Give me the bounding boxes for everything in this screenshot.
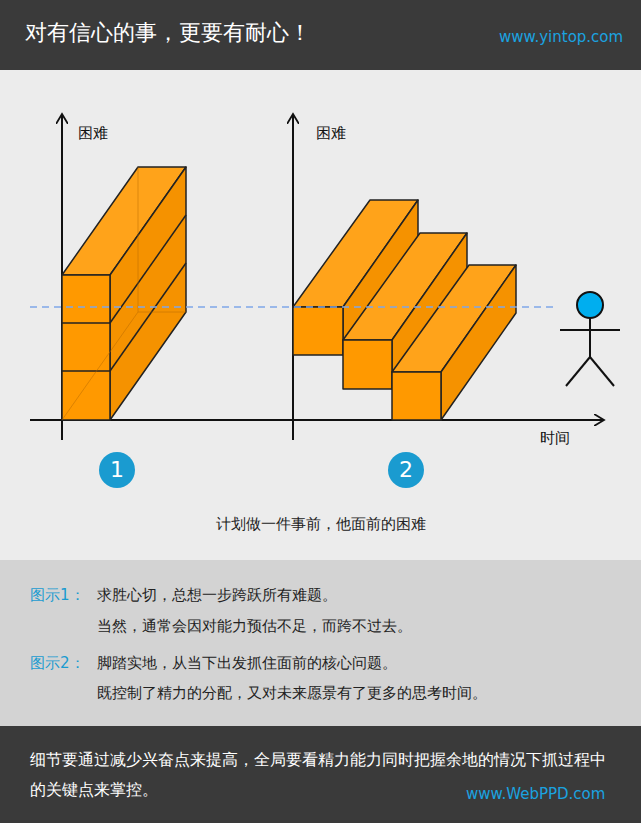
site-url: www.WebPPD.com [466, 785, 605, 804]
note-text: 脚踏实地，从当下出发抓住面前的核心问题。 [97, 654, 397, 673]
callout-number: 1 [110, 456, 124, 484]
axes [30, 114, 604, 440]
site-url: www.yintop.com [499, 28, 623, 47]
axis-label: 困难 [316, 124, 346, 143]
note-text: 求胜心切，总想一步跨跃所有难题。 [97, 586, 337, 605]
ability-line [30, 306, 556, 308]
figure-caption: 计划做一件事前，他面前的困难 [0, 515, 641, 534]
note-heading: 图示1： [30, 586, 85, 605]
axis-label: 困难 [78, 124, 108, 143]
page-title: 对有信心的事，更要有耐心！ [25, 19, 311, 47]
stick-figure [560, 292, 620, 386]
callout-number: 2 [399, 456, 413, 484]
footer-bar [0, 726, 641, 823]
note-text: 既控制了精力的分配，又对未来愿景有了更多的思考时间。 [97, 684, 487, 703]
callout-circle: 1 [99, 452, 135, 488]
axis-label: 时间 [540, 429, 570, 448]
header-bar [0, 0, 641, 70]
note-panel [0, 560, 641, 726]
note-text: 当然，通常会因对能力预估不足，而跨不过去。 [97, 617, 412, 636]
note-heading: 图示2： [30, 654, 85, 673]
difficulty-stack [62, 167, 186, 420]
step-stack [293, 200, 516, 420]
callout-circle: 2 [388, 452, 424, 488]
